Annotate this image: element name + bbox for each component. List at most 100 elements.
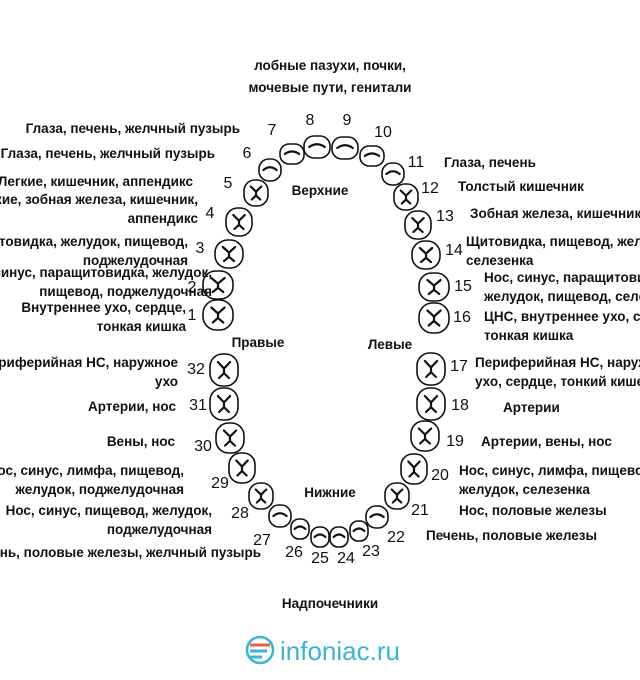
tooth-number-12: 12 (421, 180, 439, 197)
organ-label-32-line-2: ухо (155, 374, 178, 389)
tooth-number-29: 29 (211, 475, 229, 492)
tooth-number-31: 31 (189, 397, 207, 414)
tooth-5 (243, 179, 269, 207)
tooth-8 (303, 135, 331, 159)
bottom-label: Надпочечники (282, 596, 378, 611)
tooth-groove (411, 216, 425, 234)
tooth-25 (310, 526, 330, 548)
organ-label-2-line-2: пищевод, поджелудочная (39, 284, 212, 299)
organ-label-20-line-1: Нос, синус, лимфа, пищевод, (459, 463, 640, 478)
tooth-number-16: 16 (453, 309, 471, 326)
tooth-number-21: 21 (411, 502, 429, 519)
organ-label-17-line-2: ухо, сердце, тонкий кишечник (475, 374, 640, 389)
tooth-29 (228, 452, 256, 484)
tooth-number-30: 30 (194, 438, 212, 455)
tooth-groove (352, 527, 366, 533)
tooth-number-20: 20 (431, 467, 449, 484)
tooth-shape (290, 518, 310, 540)
tooth-number-19: 19 (446, 433, 464, 450)
tooth-number-6: 6 (243, 145, 252, 162)
tooth-number-10: 10 (374, 124, 392, 141)
tooth-17 (416, 352, 446, 386)
tooth-3 (214, 239, 244, 269)
tooth-13 (404, 210, 432, 240)
tooth-number-24: 24 (337, 550, 355, 567)
tooth-groove (232, 213, 246, 231)
tooth-26 (290, 518, 310, 540)
tooth-7 (279, 143, 305, 165)
organ-label-2-line-1: Нос, синус, паращитовидка, желудок, (0, 265, 212, 280)
tooth-shape (279, 143, 305, 165)
tooth-groove (235, 459, 249, 477)
watermark-text: infoniac.ru (280, 636, 400, 666)
tooth-number-26: 26 (285, 544, 303, 561)
tooth-number-15: 15 (454, 278, 472, 295)
tooth-number-8: 8 (306, 112, 315, 129)
tooth-groove (216, 360, 232, 380)
tooth-shape (258, 158, 282, 182)
organ-label-18: Артерии (503, 400, 560, 415)
teeth-layer (202, 135, 450, 548)
organ-label-14-line-1: Щитовидка, пищевод, желудок, (466, 234, 640, 249)
tooth-groove (423, 394, 439, 414)
tooth-number-9: 9 (343, 112, 352, 129)
tooth-32 (209, 353, 239, 387)
tooth-24 (329, 526, 349, 548)
tooth-30 (215, 422, 245, 454)
tooth-28 (248, 482, 274, 510)
region-right: Правые (232, 335, 285, 350)
tooth-number-17: 17 (450, 358, 468, 375)
tooth-groove (308, 143, 326, 149)
tooth-number-22: 22 (387, 529, 405, 546)
tooth-27 (268, 504, 292, 528)
organ-label-20-line-2: желудок, селезенка (458, 482, 590, 497)
region-left: Левые (368, 337, 413, 352)
tooth-groove (407, 460, 421, 478)
top-label-line-1: лобные пазухи, почки, (254, 58, 406, 73)
watermark-logo-icon (245, 635, 275, 665)
tooth-number-23: 23 (362, 543, 380, 560)
tooth-groove (283, 150, 301, 156)
organ-label-13: Зобная железа, кишечник (470, 206, 640, 221)
tooth-groove (385, 170, 401, 176)
tooth-9 (331, 136, 359, 160)
tooth-groove (369, 513, 385, 519)
organ-label-29-line-1: Нос, синус, лимфа, пищевод, (0, 463, 184, 478)
organ-label-31: Артерии, нос (88, 399, 177, 414)
tooth-31 (209, 387, 239, 421)
tooth-11 (381, 162, 405, 186)
tooth-groove (313, 533, 327, 539)
tooth-shape (359, 145, 385, 167)
tooth-22 (365, 505, 389, 529)
tooth-groove (216, 394, 232, 414)
organ-label-4-line-2: аппендикс (128, 211, 199, 226)
organ-label-16-line-1: ЦНС, внутреннее ухо, сердце, (484, 309, 640, 324)
organ-label-12: Толстый кишечник (458, 179, 584, 194)
organ-label-21: Нос, половые железы (459, 503, 607, 518)
organ-label-3-line-2: поджелудочная (83, 253, 188, 268)
organ-label-7: Глаза, печень, желчный пузырь (26, 121, 240, 136)
tooth-12 (393, 183, 419, 211)
tooth-number-14: 14 (445, 242, 463, 259)
tooth-15 (418, 272, 450, 302)
top-label-line-2: мочевые пути, генитали (249, 80, 412, 95)
tooth-groove (426, 278, 442, 296)
tooth-shape (381, 162, 405, 186)
tooth-shape (365, 505, 389, 529)
tooth-23 (349, 520, 369, 542)
tooth-18 (416, 387, 446, 421)
tooth-groove (262, 166, 278, 172)
tooth-shape (303, 135, 331, 159)
tooth-4 (225, 207, 253, 237)
tooth-number-1: 1 (188, 307, 197, 324)
organ-label-28-line-2: поджелудочная (107, 522, 212, 537)
organ-label-19: Артерии, вены, нос (481, 434, 612, 449)
tooth-groove (336, 144, 354, 150)
tooth-6 (258, 158, 282, 182)
tooth-number-18: 18 (451, 397, 469, 414)
organ-label-30: Вены, нос (107, 434, 176, 449)
tooth-groove (249, 185, 263, 201)
tooth-shape (310, 526, 330, 548)
